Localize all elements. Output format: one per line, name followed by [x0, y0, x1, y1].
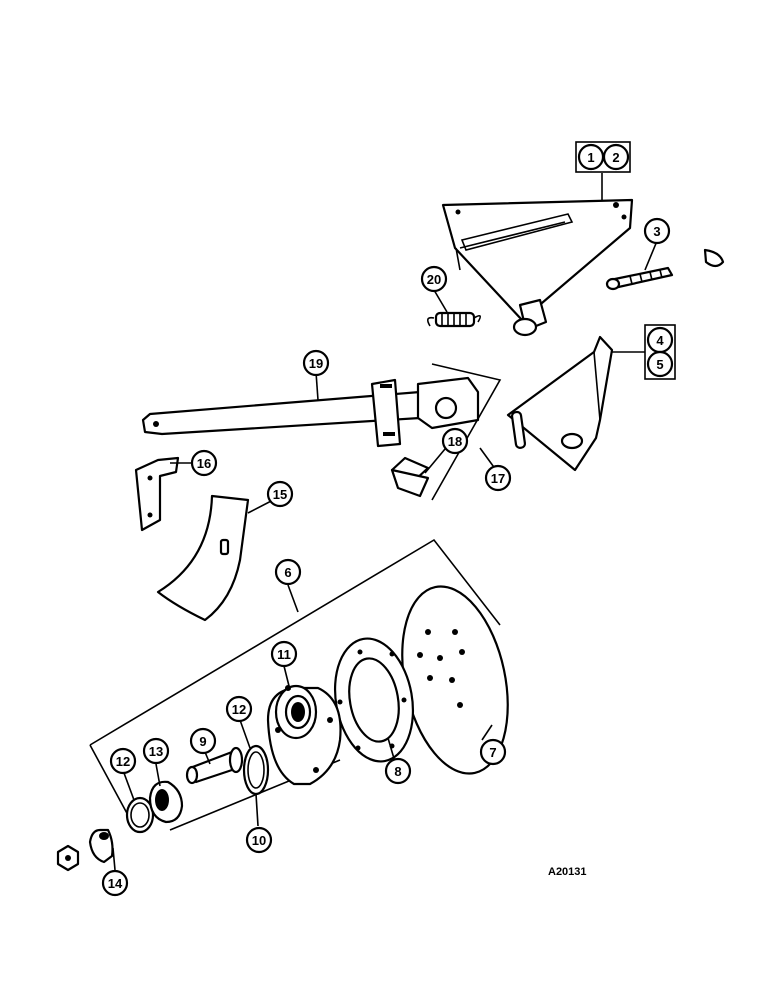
spring [426, 289, 482, 328]
callout-14[interactable]: 14 [101, 869, 129, 897]
callout-5[interactable]: 5 [646, 350, 674, 378]
callout-label: 20 [427, 272, 441, 287]
callout-label: 1 [587, 150, 594, 165]
callout-label: 9 [199, 734, 206, 749]
callout-label: 8 [394, 764, 401, 779]
callout-label: 13 [149, 744, 163, 759]
callout-label: 14 [108, 876, 123, 891]
callout-9[interactable]: 9 [189, 727, 217, 755]
group-bracket-17 [431, 363, 502, 501]
callout-label: 18 [448, 434, 462, 449]
hub [266, 665, 342, 786]
callout-12b[interactable]: 12 [109, 747, 137, 775]
spacer [88, 828, 116, 871]
leader-10 [255, 793, 259, 827]
scraper-blade [156, 494, 278, 622]
callout-label: 6 [284, 565, 291, 580]
callout-label: 4 [656, 333, 664, 348]
group-bracket-6 [89, 538, 501, 746]
snap-ring-left [123, 772, 155, 834]
callout-label: 11 [277, 647, 291, 662]
callout-label: 16 [197, 456, 211, 471]
callout-label: 2 [612, 150, 619, 165]
callout-group-box-1-2 [575, 141, 631, 173]
callout-16[interactable]: 16 [190, 449, 218, 477]
callout-6[interactable]: 6 [274, 558, 302, 586]
callout-label: 12 [232, 702, 246, 717]
callout-label: 5 [656, 357, 663, 372]
small-bracket [134, 456, 193, 532]
callout-4[interactable]: 4 [646, 326, 674, 354]
gasket-ring [333, 637, 415, 763]
drawing-number: A20131 [548, 866, 587, 878]
callout-8[interactable]: 8 [384, 757, 412, 785]
callout-2[interactable]: 2 [602, 143, 630, 171]
callout-12a[interactable]: 12 [225, 695, 253, 723]
callout-label: 15 [273, 487, 287, 502]
callout-20[interactable]: 20 [420, 265, 448, 293]
angle-bracket [506, 335, 645, 472]
callout-3[interactable]: 3 [643, 217, 671, 245]
nut [56, 844, 80, 872]
callout-label: 17 [491, 471, 505, 486]
callout-1[interactable]: 1 [577, 143, 605, 171]
triangular-bracket [441, 173, 634, 337]
callout-label: 19 [309, 356, 323, 371]
callout-10[interactable]: 10 [245, 826, 273, 854]
snap-ring-right [239, 719, 270, 796]
bolt [605, 240, 725, 291]
callout-label: 10 [252, 833, 266, 848]
callout-group-box-4-5 [644, 324, 676, 380]
drag-bar [141, 371, 480, 448]
callout-18[interactable]: 18 [441, 427, 469, 455]
callout-label: 3 [653, 224, 660, 239]
callout-17[interactable]: 17 [484, 464, 512, 492]
bearing [148, 763, 184, 824]
callout-label: 7 [489, 745, 496, 760]
callout-15[interactable]: 15 [266, 480, 294, 508]
callout-13[interactable]: 13 [142, 737, 170, 765]
callout-7[interactable]: 7 [479, 738, 507, 766]
callout-11[interactable]: 11 [270, 640, 298, 668]
callout-label: 12 [116, 754, 130, 769]
disk [401, 585, 509, 775]
shaft [185, 746, 244, 785]
callout-19[interactable]: 19 [302, 349, 330, 377]
bushing [390, 442, 451, 498]
